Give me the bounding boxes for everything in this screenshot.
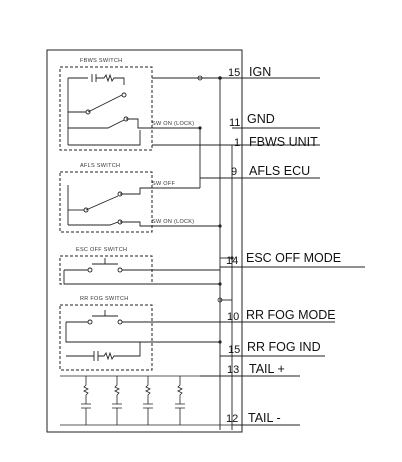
signal-esc-off-mode: ESC OFF MODE	[246, 251, 341, 265]
fbws-on-lock-label: SW ON (LOCK)	[152, 121, 194, 127]
esc-switch-title: ESC OFF SWITCH	[76, 247, 127, 253]
pin-number: 11	[229, 117, 240, 129]
switch-module-outline	[46, 49, 243, 433]
signal-ign: IGN	[249, 65, 271, 79]
afls-on-lock-label: SW ON (LOCK)	[152, 219, 194, 225]
rrfog-switch-box	[59, 304, 153, 371]
signal-fbws-unit: FBWS UNIT	[249, 135, 318, 149]
fbws-switch-box	[59, 66, 153, 151]
bus-wiring	[152, 77, 233, 430]
afls-switch-title: AFLS SWITCH	[80, 163, 120, 169]
pin-number: 10	[227, 311, 239, 323]
signal-rr-fog-ind: RR FOG IND	[247, 340, 321, 354]
rrfog-switch-internals	[65, 310, 220, 361]
fbws-switch-internals	[67, 73, 200, 146]
signal-tail-minus: TAIL -	[248, 411, 281, 425]
pin-number: 15	[228, 344, 240, 356]
signal-gnd: GND	[247, 112, 275, 126]
pin-number: 1	[234, 137, 240, 149]
afls-switch-internals	[67, 185, 220, 227]
esc-switch-internals	[63, 258, 220, 285]
signal-rr-fog-mode: RR FOG MODE	[246, 308, 336, 322]
fbws-switch-title: FBWS SWITCH	[80, 58, 122, 64]
afls-off-label: SW OFF	[152, 181, 176, 187]
test-points	[197, 75, 223, 303]
pin-number: 15	[228, 67, 240, 79]
tail-illumination-network	[60, 375, 232, 426]
signal-tail-plus: TAIL +	[249, 362, 285, 376]
signal-afls-ecu: AFLS ECU	[249, 164, 310, 178]
junction-dots	[198, 76, 234, 344]
afls-switch-box	[59, 171, 153, 233]
pin-number: 9	[231, 166, 237, 178]
connector-pin-lines	[200, 77, 365, 426]
pin-number: 14	[226, 255, 238, 267]
pin-number: 12	[226, 413, 238, 425]
pin-number: 13	[227, 364, 239, 376]
rrfog-switch-title: RR FOG SWITCH	[80, 296, 129, 302]
